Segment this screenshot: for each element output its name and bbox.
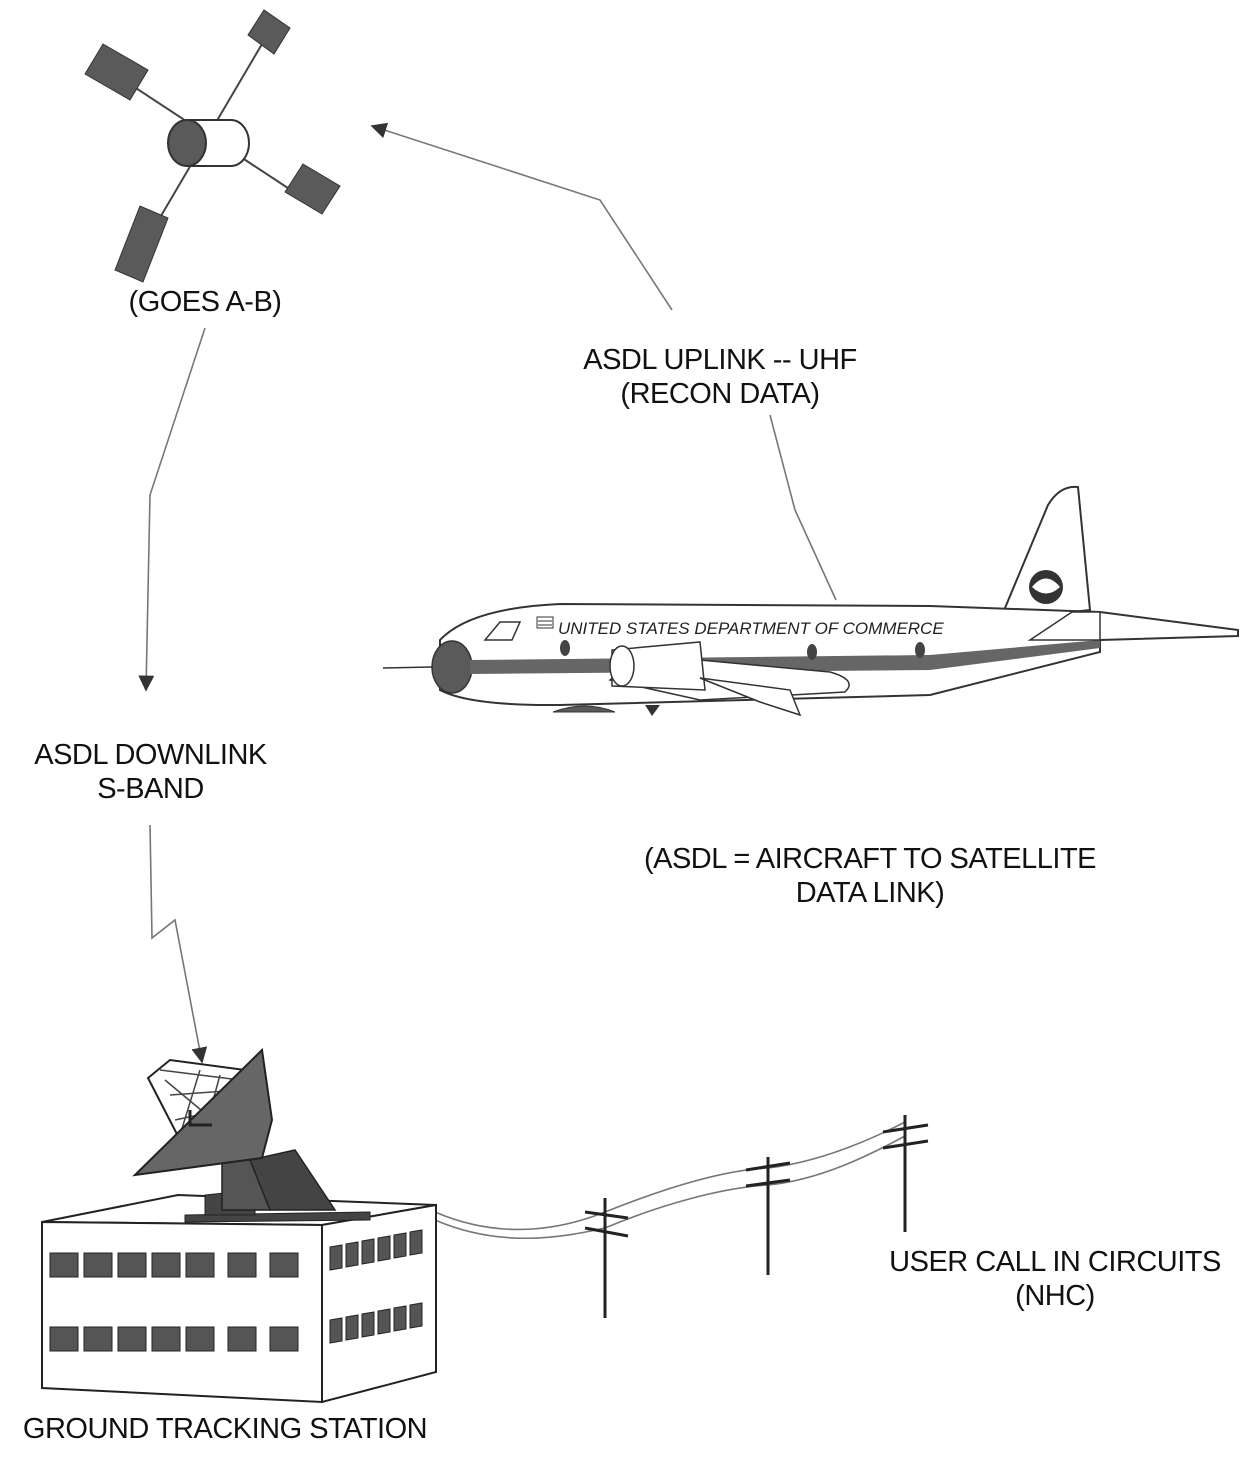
downlink-label: ASDL DOWNLINK S-BAND <box>34 739 267 805</box>
downlink-arrow-lower <box>149 824 208 1064</box>
asdl-definition-label: (ASDL = AIRCRAFT TO SATELLITE DATA LINK) <box>643 843 1097 909</box>
uplink-signal-line <box>769 414 837 601</box>
downlink-arrow-upper <box>138 327 206 692</box>
aircraft-fuselage-text: UNITED STATES DEPARTMENT OF COMMERCE <box>558 619 944 638</box>
satellite-icon <box>84 9 341 283</box>
uplink-arrow <box>370 122 673 311</box>
aircraft-icon: UNITED STATES DEPARTMENT OF COMMERCE <box>382 485 1239 717</box>
user-circuits-label: USER CALL IN CIRCUITS (NHC) <box>889 1246 1221 1312</box>
utility-pole-icon <box>584 1198 629 1318</box>
utility-pole-icon <box>882 1115 929 1232</box>
ground-station-label: GROUND TRACKING STATION <box>22 1413 428 1445</box>
uplink-label: ASDL UPLINK -- UHF (RECON DATA) <box>583 344 857 410</box>
dish-antenna-icon <box>132 1047 371 1223</box>
utility-pole-icon <box>745 1157 791 1275</box>
power-lines <box>434 1121 906 1240</box>
satellite-label: (GOES A-B) <box>128 286 282 318</box>
ground-station-building-icon <box>41 1193 437 1404</box>
